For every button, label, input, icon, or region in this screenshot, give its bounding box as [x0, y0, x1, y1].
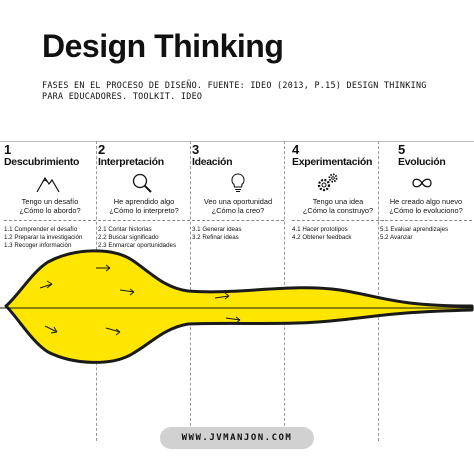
phase-separator: [4, 220, 96, 221]
phase-step: 2.1 Contar historias: [98, 226, 152, 233]
phase-step: 5.2 Avanzar: [380, 234, 413, 242]
phase-step: 3.1 Generar ideas: [192, 226, 242, 233]
phase-separator: [292, 220, 384, 221]
phase-situation: He creado algo nuevo: [389, 197, 463, 206]
phase-separator: [98, 220, 190, 221]
phase-situation: Veo una oportunidad: [203, 197, 273, 206]
phase-step: 1.2 Preparar la investigación: [4, 234, 83, 242]
infinity-icon: [410, 172, 434, 194]
phase-steps: 2.1 Contar historias 2.2 Buscar signific…: [98, 226, 190, 251]
magnifier-icon: [130, 172, 154, 194]
phase-separator: [380, 220, 472, 221]
phase-question: ¿Cómo la creo?: [211, 206, 265, 215]
phase-separator: [192, 220, 284, 221]
phase-step: 2.3 Enmarcar oportunidades: [98, 242, 177, 250]
phase-name: Descubrimiento: [4, 156, 80, 168]
phase-number: 1: [4, 142, 12, 157]
column-divider: [378, 141, 379, 441]
website-link[interactable]: WWW.JVMANJON.COM: [160, 427, 314, 449]
phase-step: 1.1 Comprender el desafío: [4, 226, 78, 233]
phase-situation: Tengo un desafío: [21, 197, 79, 206]
phase-number: 5: [398, 142, 406, 157]
phase-step: 2.2 Buscar significado: [98, 234, 159, 242]
phase-name: Experimentación: [292, 156, 373, 168]
phase-question: ¿Cómo la construyo?: [302, 206, 374, 215]
gears-icon: [316, 172, 340, 194]
phase-situation: He aprendido algo: [113, 197, 175, 206]
phase-step: 4.1 Hacer prototipos: [292, 226, 348, 233]
phase-steps: 5.1 Evaluar aprendizajes 5.2 Avanzar: [380, 226, 472, 242]
phase-number: 3: [192, 142, 200, 157]
lightbulb-icon: [226, 172, 250, 194]
phase-steps: 4.1 Hacer prototipos 4.2 Obtener feedbac…: [292, 226, 384, 242]
mountain-icon: [36, 172, 60, 194]
phase-step: 3.2 Refinar ideas: [192, 234, 239, 242]
phase-question: ¿Cómo lo evoluciono?: [389, 206, 463, 215]
phase-name: Interpretación: [98, 156, 164, 168]
phase-step: 4.2 Obtener feedback: [292, 234, 352, 242]
arrow-icon: [39, 264, 241, 336]
phase-question: ¿Cómo lo abordo?: [19, 206, 81, 215]
phase-steps: 3.1 Generar ideas 3.2 Refinar ideas: [192, 226, 284, 242]
phase-name: Ideación: [192, 156, 233, 168]
phase-number: 2: [98, 142, 106, 157]
phase-number: 4: [292, 142, 300, 157]
source-caption: FASES EN EL PROCESO DE DISEÑO. FUENTE: I…: [42, 80, 427, 101]
phase-situation: Tengo una idea: [312, 197, 364, 206]
phase-steps: 1.1 Comprender el desafío 1.2 Preparar l…: [4, 226, 96, 251]
river-shape: [4, 249, 474, 364]
phase-name: Evolución: [398, 156, 446, 168]
header-divider: [0, 141, 474, 142]
page-title: Design Thinking: [42, 28, 284, 64]
phase-step: 1.3 Recoger información: [4, 242, 72, 250]
phase-question: ¿Cómo lo interpreto?: [109, 206, 179, 215]
phase-step: 5.1 Evaluar aprendizajes: [380, 226, 449, 233]
